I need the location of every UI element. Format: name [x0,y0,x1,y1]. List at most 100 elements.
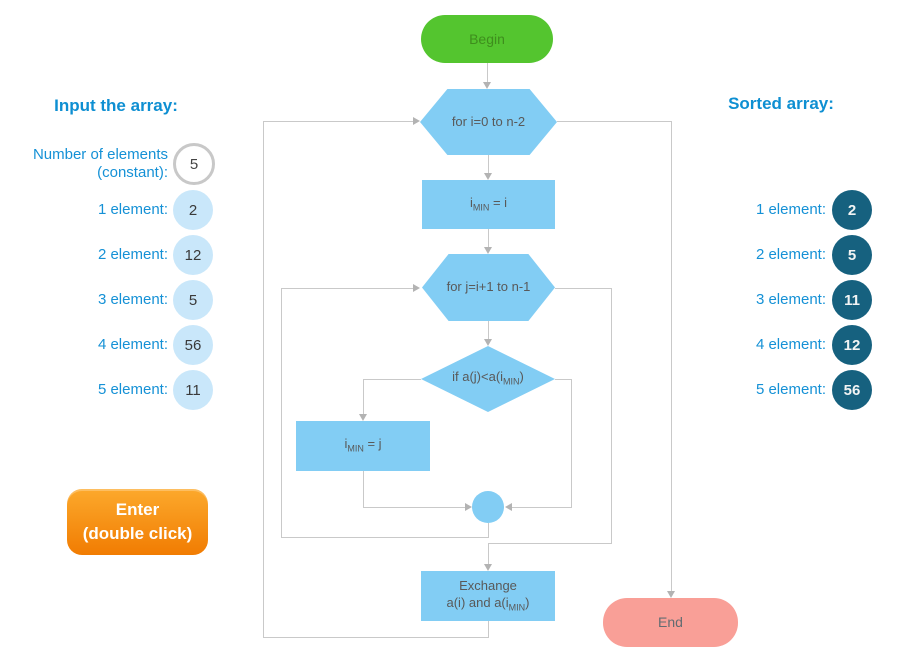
sorted-array-heading: Sorted array: [728,94,834,113]
sorted-row: 1 element: 2 [700,190,872,230]
input-row: 2 element: 12 [25,235,213,275]
input-element-circle[interactable]: 11 [173,370,213,410]
sorted-element-circle: 12 [832,325,872,365]
sorted-element-label: 3 element: [755,291,826,308]
enter-button-line1: Enter [115,500,160,519]
flow-connector-line [488,523,489,538]
input-element-circle[interactable]: 2 [173,190,213,230]
flow-connector-line [363,471,364,507]
arrowhead-down [484,173,492,180]
input-element-value: 12 [184,246,202,264]
flow-connector-line [488,229,489,248]
sorted-element-circle: 5 [832,235,872,275]
flow-connector-line [557,121,672,122]
for-j-label: for j=i+1 to n-1 [446,279,531,295]
sorted-element-circle: 2 [832,190,872,230]
junction-connector [472,491,504,523]
condition-decision: if a(j)<a(iMIN) [421,346,555,412]
enter-button-line2: (double click) [82,524,193,543]
arrowhead-down [484,564,492,571]
input-row: 3 element: 5 [25,280,213,320]
for-i-loop-hexagon: for i=0 to n-2 [420,89,557,155]
input-element-label: 3 element: [97,291,168,308]
flow-connector-line [363,379,364,415]
sorted-row: 2 element: 5 [700,235,872,275]
sorted-element-circle: 11 [832,280,872,320]
for-i-label: for i=0 to n-2 [451,113,526,129]
sorted-row: 5 element: 56 [700,370,872,410]
imin-i-label: iMIN = i [469,194,508,213]
imin-assign-j-process: iMIN = j [296,421,430,471]
flow-connector-line [263,637,489,638]
flow-connector-line [488,543,489,565]
flow-connector-line [281,288,282,538]
input-element-label: 5 element: [97,381,168,398]
arrowhead-down [484,339,492,346]
arrowhead-right [413,284,420,292]
input-row: 5 element: 11 [25,370,213,410]
flow-connector-line [363,379,421,380]
input-element-value: 11 [185,381,201,399]
input-element-circle[interactable]: 5 [173,280,213,320]
input-element-value: 2 [188,201,198,219]
arrowhead-down [483,82,491,89]
flow-connector-line [487,63,488,83]
flow-connector-line [281,537,489,538]
input-element-circle[interactable]: 56 [173,325,213,365]
input-array-heading: Input the array: [54,96,178,115]
sorted-element-value: 11 [844,291,860,309]
sorted-row: 4 element: 12 [700,325,872,365]
arrowhead-down [359,414,367,421]
flow-connector-line [555,288,612,289]
imin-j-label: iMIN = j [344,436,382,454]
exchange-label: Exchange a(i) and a(iMIN) [446,577,530,613]
begin-terminator: Begin [421,15,553,63]
sorted-element-value: 5 [847,246,857,264]
input-element-label: 2 element: [97,246,168,263]
flow-connector-line [555,379,572,380]
constant-label: Number of elements (constant): [25,146,168,182]
flow-connector-line [263,121,264,638]
sorted-element-value: 56 [843,381,861,399]
condition-label: if a(j)<a(iMIN) [452,369,524,387]
flow-connector-line [281,288,414,289]
imin-assign-i-process: iMIN = i [422,180,555,229]
sorted-element-circle: 56 [832,370,872,410]
arrowhead-down [484,247,492,254]
input-row: 4 element: 56 [25,325,213,365]
sorted-element-label: 2 element: [755,246,826,263]
constant-label-line1: Number of elements [32,146,168,163]
arrowhead-down [667,591,675,598]
arrowhead-right [413,117,420,125]
arrowhead-left [505,503,512,511]
sorted-element-value: 2 [847,201,857,219]
exchange-process: Exchange a(i) and a(iMIN) [421,571,555,621]
for-j-loop-hexagon: for j=i+1 to n-1 [422,254,555,321]
input-element-label: 4 element: [97,336,168,353]
flow-connector-line [512,507,572,508]
flow-connector-line [263,121,414,122]
flow-connector-line [488,321,489,340]
constant-label-line2: (constant): [97,164,168,181]
sorted-row: 3 element: 11 [700,280,872,320]
flow-connector-line [488,543,612,544]
arrowhead-right [465,503,472,511]
begin-label: Begin [469,30,505,47]
sorted-element-label: 5 element: [755,381,826,398]
input-element-circle[interactable]: 12 [173,235,213,275]
constant-value-circle[interactable]: 5 [173,143,215,185]
sorted-element-value: 12 [843,336,861,354]
flow-connector-line [571,379,572,508]
sorted-element-label: 4 element: [755,336,826,353]
input-element-value: 5 [188,291,198,309]
end-terminator: End [603,598,738,647]
flow-connector-line [363,507,466,508]
enter-button[interactable]: Enter (double click) [67,489,208,555]
constant-row: Number of elements (constant): 5 [25,140,215,188]
flow-connector-line [611,288,612,544]
flow-connector-line [488,155,489,174]
end-label: End [658,614,683,631]
sorted-element-label: 1 element: [755,201,826,218]
flow-connector-line [671,121,672,593]
